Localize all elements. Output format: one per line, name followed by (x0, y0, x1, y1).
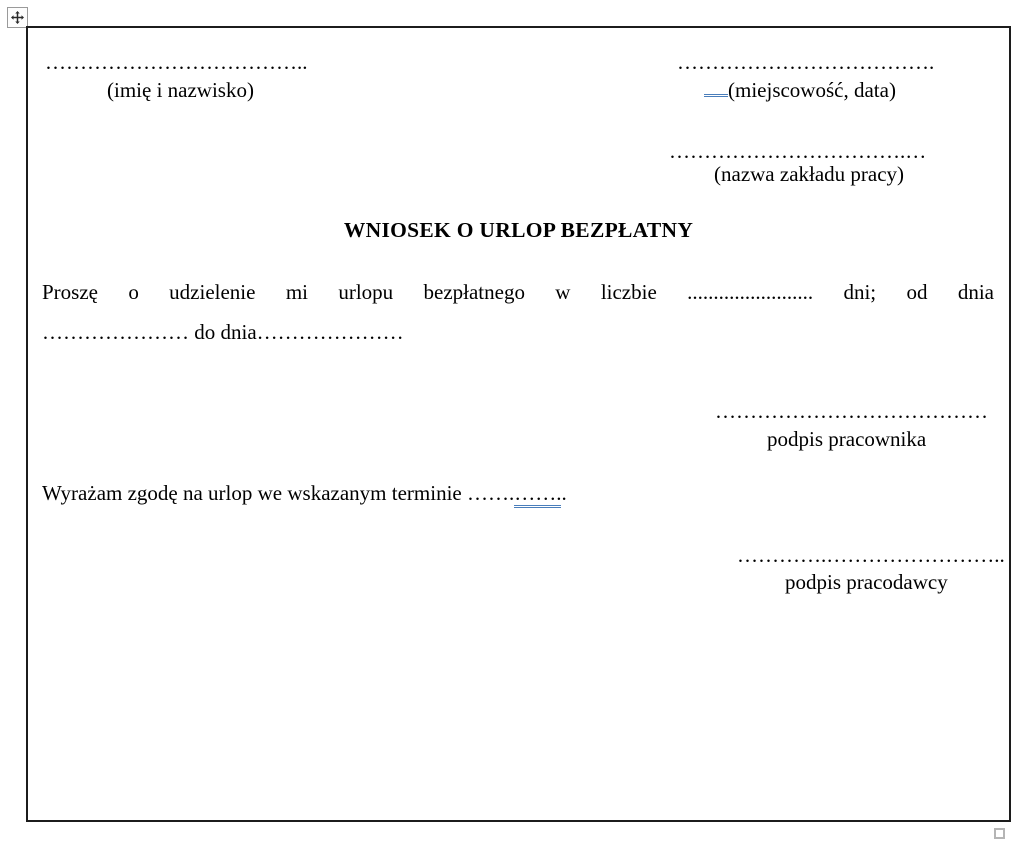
employee-signature-dotted-line: ………………………………… (715, 399, 988, 423)
name-label: (imię i nazwisko) (107, 78, 254, 102)
form-table-cell[interactable]: ……………………………….. (imię i nazwisko) …………………… (26, 26, 1011, 822)
employee-signature-label: podpis pracownika (767, 427, 927, 451)
consent-end-dot: . (561, 481, 567, 505)
table-move-handle[interactable] (7, 7, 28, 28)
place-date-label-row: (miejscowość, data) (704, 77, 896, 103)
request-line-2: ………………… do dnia………………… (42, 320, 404, 344)
name-dotted-line: ……………………………….. (45, 50, 308, 74)
consent-dots-grammar-marked: ……. (514, 481, 562, 508)
employer-signature-label: podpis pracodawcy (785, 570, 948, 594)
document-title: WNIOSEK O URLOP BEZPŁATNY (343, 218, 694, 242)
employer-signature-dotted-line: ………….…………………….. (737, 543, 1005, 567)
place-date-label: (miejscowość, data) (728, 78, 896, 102)
consent-line: Wyrażam zgodę na urlop we wskazanym term… (42, 480, 567, 508)
consent-text: Wyrażam zgodę na urlop we wskazanym term… (42, 481, 467, 505)
table-resize-handle[interactable] (994, 828, 1005, 839)
request-line-1: Proszę o udzielenie mi urlopu bezpłatneg… (42, 280, 994, 304)
company-label: (nazwa zakładu pracy) (714, 162, 905, 186)
consent-dots: ……. (466, 481, 515, 505)
place-date-dotted-line: ………………………………. (677, 50, 935, 74)
move-cross-icon (11, 11, 24, 24)
grammar-mark-icon (704, 79, 728, 97)
company-dotted-line: …………………………….… (669, 139, 927, 163)
